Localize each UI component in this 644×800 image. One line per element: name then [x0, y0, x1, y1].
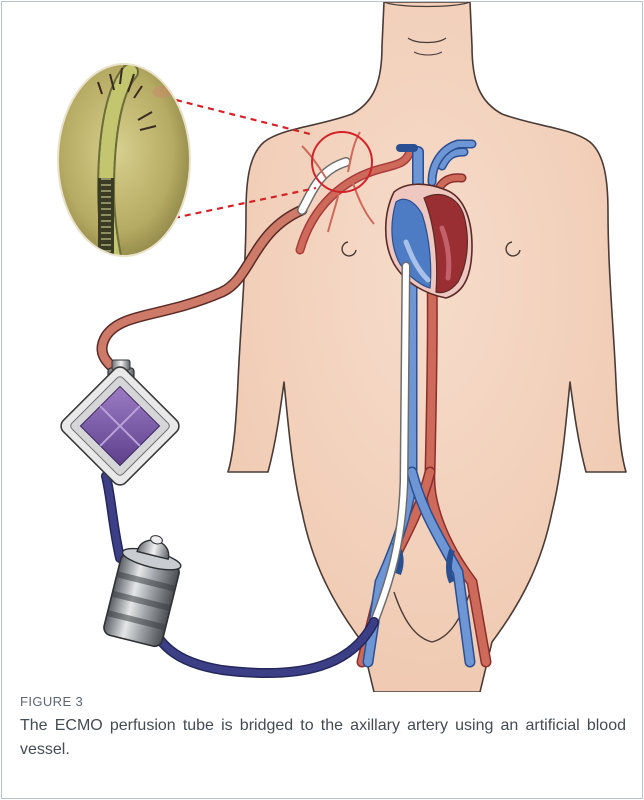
figure-label: FIGURE 3	[20, 694, 626, 710]
sutured-graft-photo	[58, 64, 190, 272]
figure-caption-text: The ECMO perfusion tube is bridged to th…	[20, 714, 626, 762]
ecmo-illustration	[2, 2, 642, 692]
figure-caption: FIGURE 3 The ECMO perfusion tube is brid…	[20, 694, 626, 762]
oxygenator-icon	[58, 360, 182, 488]
